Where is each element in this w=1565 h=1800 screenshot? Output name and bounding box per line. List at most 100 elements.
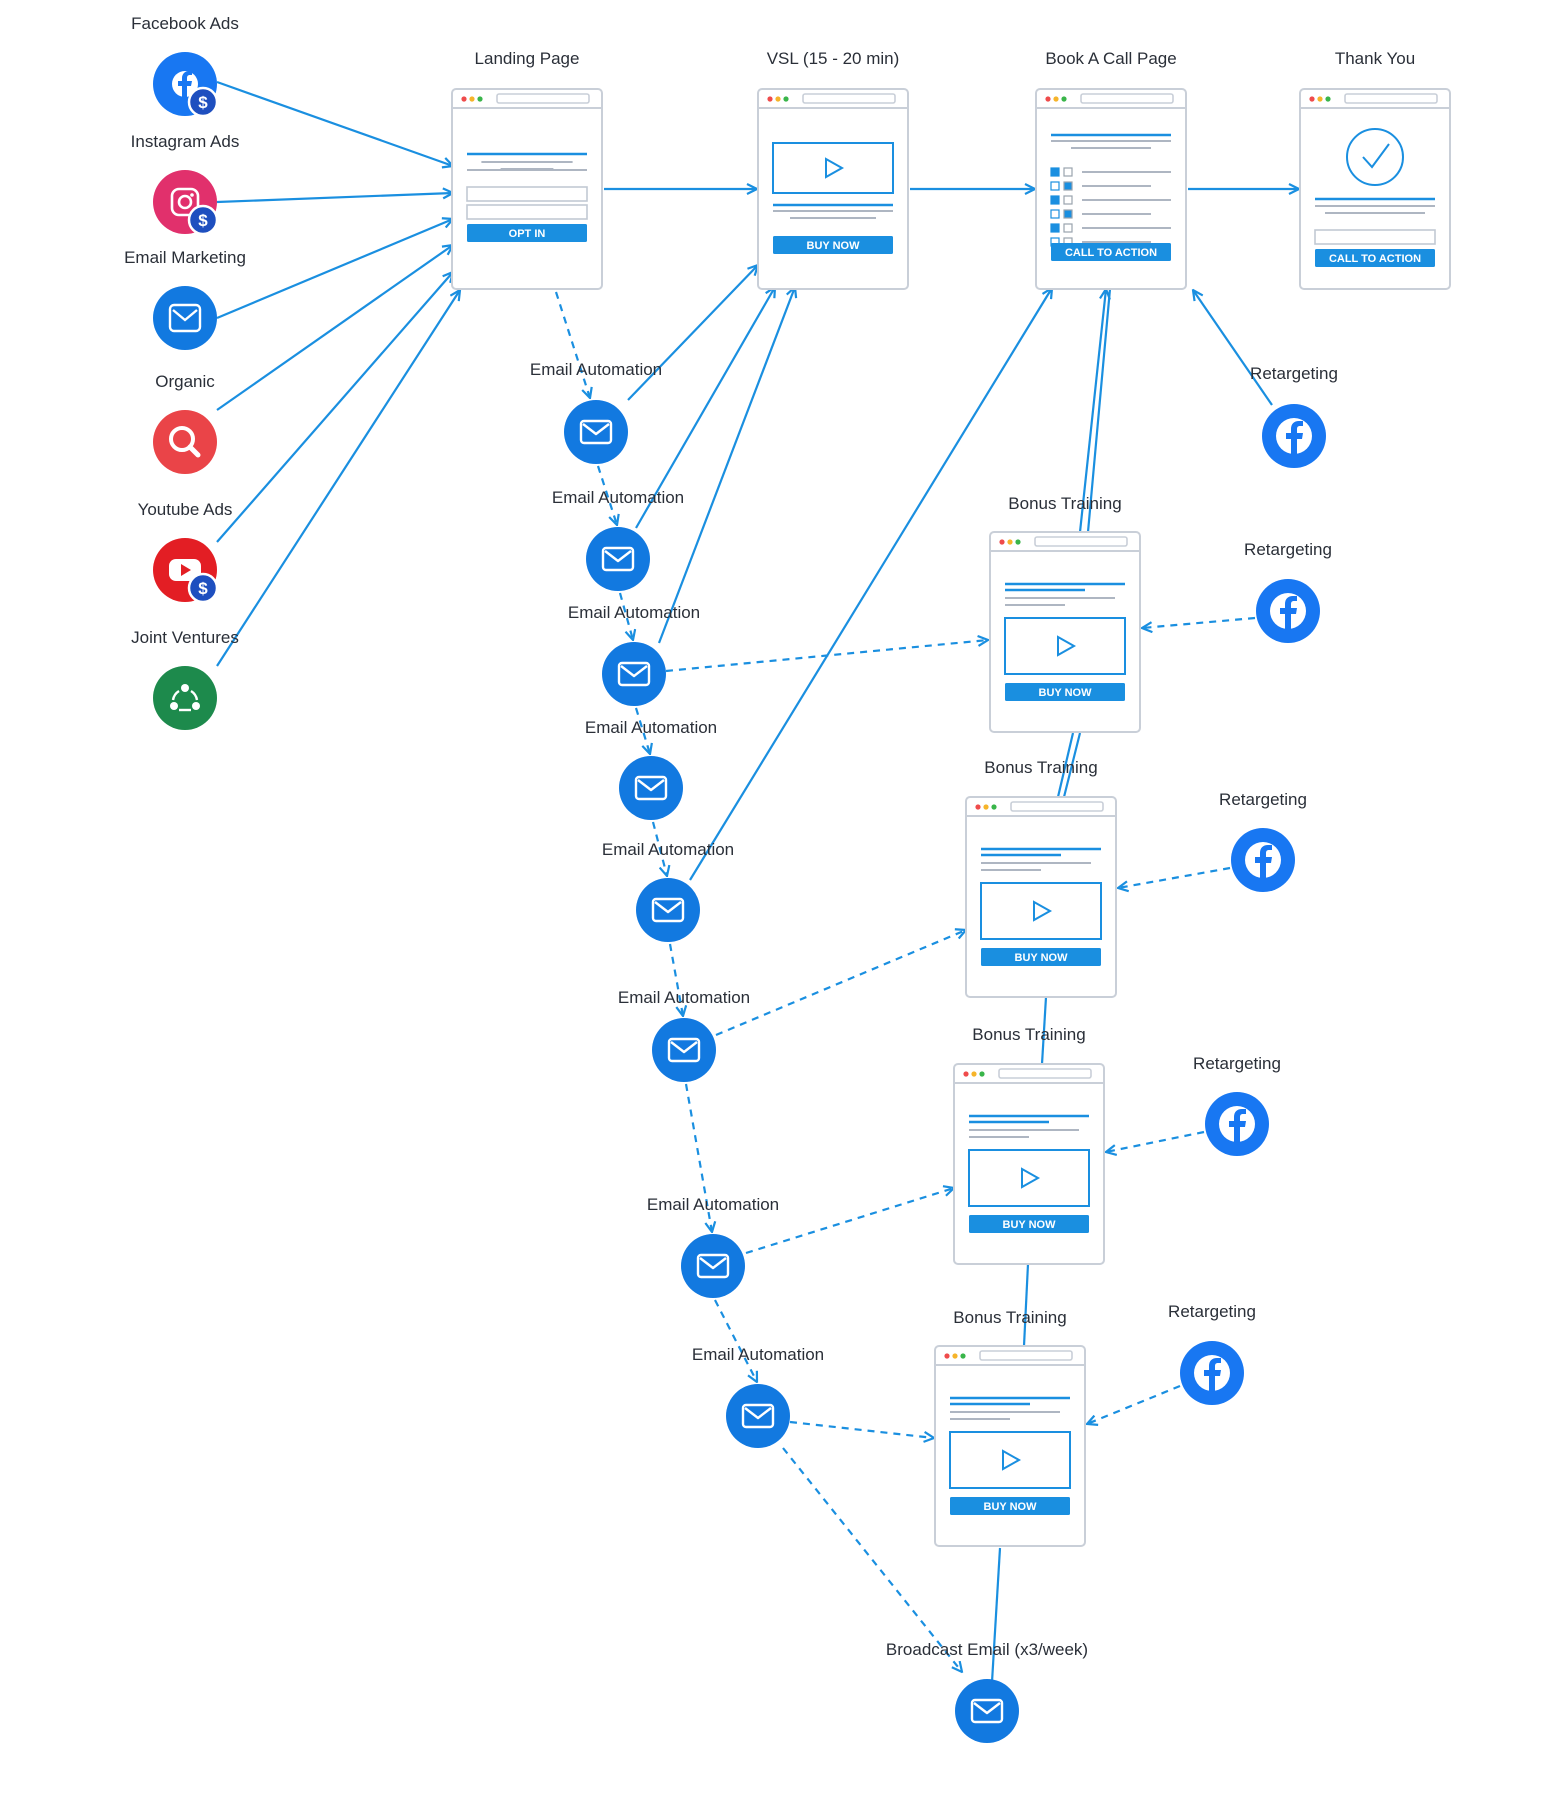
- edge-bonus-3-to-bonus-2: [1040, 996, 1048, 1065]
- edge-bonus-2-to-bonus-1: [1056, 732, 1075, 798]
- bonus-training-page-mockup: BUY NOW: [989, 531, 1141, 733]
- email-automation-label: Email Automation: [584, 718, 718, 737]
- source-6: [153, 666, 217, 730]
- retargeting-node: [1180, 1341, 1244, 1405]
- dollar-badge-icon: $: [187, 86, 219, 118]
- edge-source-5-to-landing: [216, 272, 453, 543]
- edge-source-1-to-landing: [216, 80, 453, 166]
- edge-retargeting-5-to-bonus-4: [1087, 1384, 1181, 1424]
- bonus-training-page-mockup: BUY NOW: [965, 796, 1117, 998]
- edge-email-1-to-vsl: [627, 265, 758, 401]
- facebook-icon: [1231, 828, 1295, 892]
- facebook-icon: [1256, 579, 1320, 643]
- source-label: Youtube Ads: [137, 500, 233, 519]
- broadcast-email-node: [955, 1679, 1019, 1743]
- mail-icon: [955, 1679, 1019, 1743]
- source-label: Organic: [155, 372, 215, 391]
- email-circle: [652, 1018, 716, 1082]
- retargeting-label: Retargeting: [1168, 1302, 1256, 1321]
- edge-email-6-to-bonus-2: [715, 930, 966, 1037]
- mail-icon: [153, 286, 217, 350]
- share-icon: [153, 666, 217, 730]
- mail-icon: [619, 756, 683, 820]
- edge-email-8-to-bonus-4: [789, 1420, 934, 1438]
- edge-bonus-2-to-bonus-1-b: [1062, 732, 1082, 798]
- email-circle: [586, 527, 650, 591]
- edge-bonus-4-to-bonus-3: [1022, 1263, 1030, 1347]
- mail-icon: [586, 527, 650, 591]
- edge-bonus-1-to-book-call: [1078, 289, 1106, 533]
- svg-text:$: $: [198, 93, 208, 112]
- edge-bonus-4-to-broadcast: [990, 1547, 1002, 1683]
- opt-in-button-label: OPT IN: [509, 228, 546, 240]
- buy-now-button: [981, 948, 1101, 966]
- edge-email-5-to-book-call: [689, 288, 1052, 881]
- buy-now-button-label: BUY NOW: [807, 240, 861, 252]
- thank-you-page-mockup: CALL TO ACTION: [1299, 88, 1451, 290]
- mail-icon: [636, 878, 700, 942]
- email-automation-label: Email Automation: [529, 360, 663, 379]
- email-automation-label: Email Automation: [567, 603, 701, 622]
- email-circle: [636, 878, 700, 942]
- edge-email-4-to-email-5: [651, 821, 667, 876]
- source-label: Instagram Ads: [130, 132, 240, 151]
- edge-email-3-to-bonus-1: [665, 640, 988, 673]
- svg-text:$: $: [198, 211, 208, 230]
- bonus-training-title: Bonus Training: [953, 1308, 1067, 1327]
- source-label: Email Marketing: [124, 248, 246, 267]
- mail-icon: [602, 642, 666, 706]
- email-automation-node: [681, 1234, 745, 1298]
- buy-now-button-label: BUY NOW: [984, 1501, 1038, 1513]
- edge-email-2-to-email-3: [618, 592, 633, 640]
- book-call-page-mockup: CALL TO ACTION: [1035, 88, 1187, 290]
- facebook-icon: [1180, 1341, 1244, 1405]
- email-circle: [681, 1234, 745, 1298]
- vsl-page-mockup: BUY NOW: [757, 88, 909, 290]
- email-automation-node: [726, 1384, 790, 1448]
- edge-retargeting-3-to-bonus-2: [1118, 866, 1231, 888]
- retargeting-label: Retargeting: [1219, 790, 1307, 809]
- call-to-action-button-label: CALL TO ACTION: [1329, 253, 1421, 265]
- bonus-training-page-mockup: BUY NOW: [934, 1345, 1086, 1547]
- page-title-landing: Landing Page: [474, 49, 580, 68]
- checkmark-icon: [1346, 128, 1404, 186]
- edge-email-7-to-bonus-3: [745, 1188, 954, 1255]
- source-circle: [153, 286, 217, 350]
- buy-now-button: [969, 1215, 1089, 1233]
- edge-retargeting-2-to-bonus-1: [1142, 616, 1256, 628]
- edge-retargeting-4-to-bonus-3: [1106, 1130, 1205, 1152]
- call-to-action-button: [1051, 243, 1171, 261]
- retargeting-label: Retargeting: [1244, 540, 1332, 559]
- bonus-training-title: Bonus Training: [972, 1025, 1086, 1044]
- call-to-action-button: [1315, 249, 1435, 267]
- edge-email-8-to-broadcast: [782, 1447, 962, 1672]
- facebook-icon: [1262, 404, 1326, 468]
- mail-icon: [726, 1384, 790, 1448]
- edge-email-7-to-email-8: [714, 1299, 757, 1382]
- bonus-training-title: Bonus Training: [1008, 494, 1122, 513]
- broadcast-email-label: Broadcast Email (x3/week): [885, 1640, 1089, 1659]
- source-3: [153, 286, 217, 350]
- opt-in-button: [467, 224, 587, 242]
- source-1: $: [153, 52, 219, 118]
- email-circle: [619, 756, 683, 820]
- email-automation-node: [564, 400, 628, 464]
- edge-landing-to-email-1: [554, 291, 590, 398]
- call-to-action-button-label: CALL TO ACTION: [1065, 247, 1157, 259]
- edge-email-3-to-vsl: [657, 287, 795, 644]
- edge-email-3-to-email-4: [634, 707, 650, 754]
- bonus-training-title: Bonus Training: [984, 758, 1098, 777]
- page-title-thank-you: Thank You: [1334, 49, 1416, 68]
- retargeting-label: Retargeting: [1193, 1054, 1281, 1073]
- email-automation-node: [636, 878, 700, 942]
- edge-source-6-to-landing: [216, 290, 460, 667]
- email-automation-label: Email Automation: [617, 988, 751, 1007]
- edge-email-2-to-vsl: [635, 287, 775, 529]
- email-automation-node: [602, 642, 666, 706]
- email-automation-node: [586, 527, 650, 591]
- edge-source-3-to-landing: [216, 219, 453, 320]
- source-circle: [153, 410, 217, 474]
- page-title-book-call: Book A Call Page: [1045, 49, 1177, 68]
